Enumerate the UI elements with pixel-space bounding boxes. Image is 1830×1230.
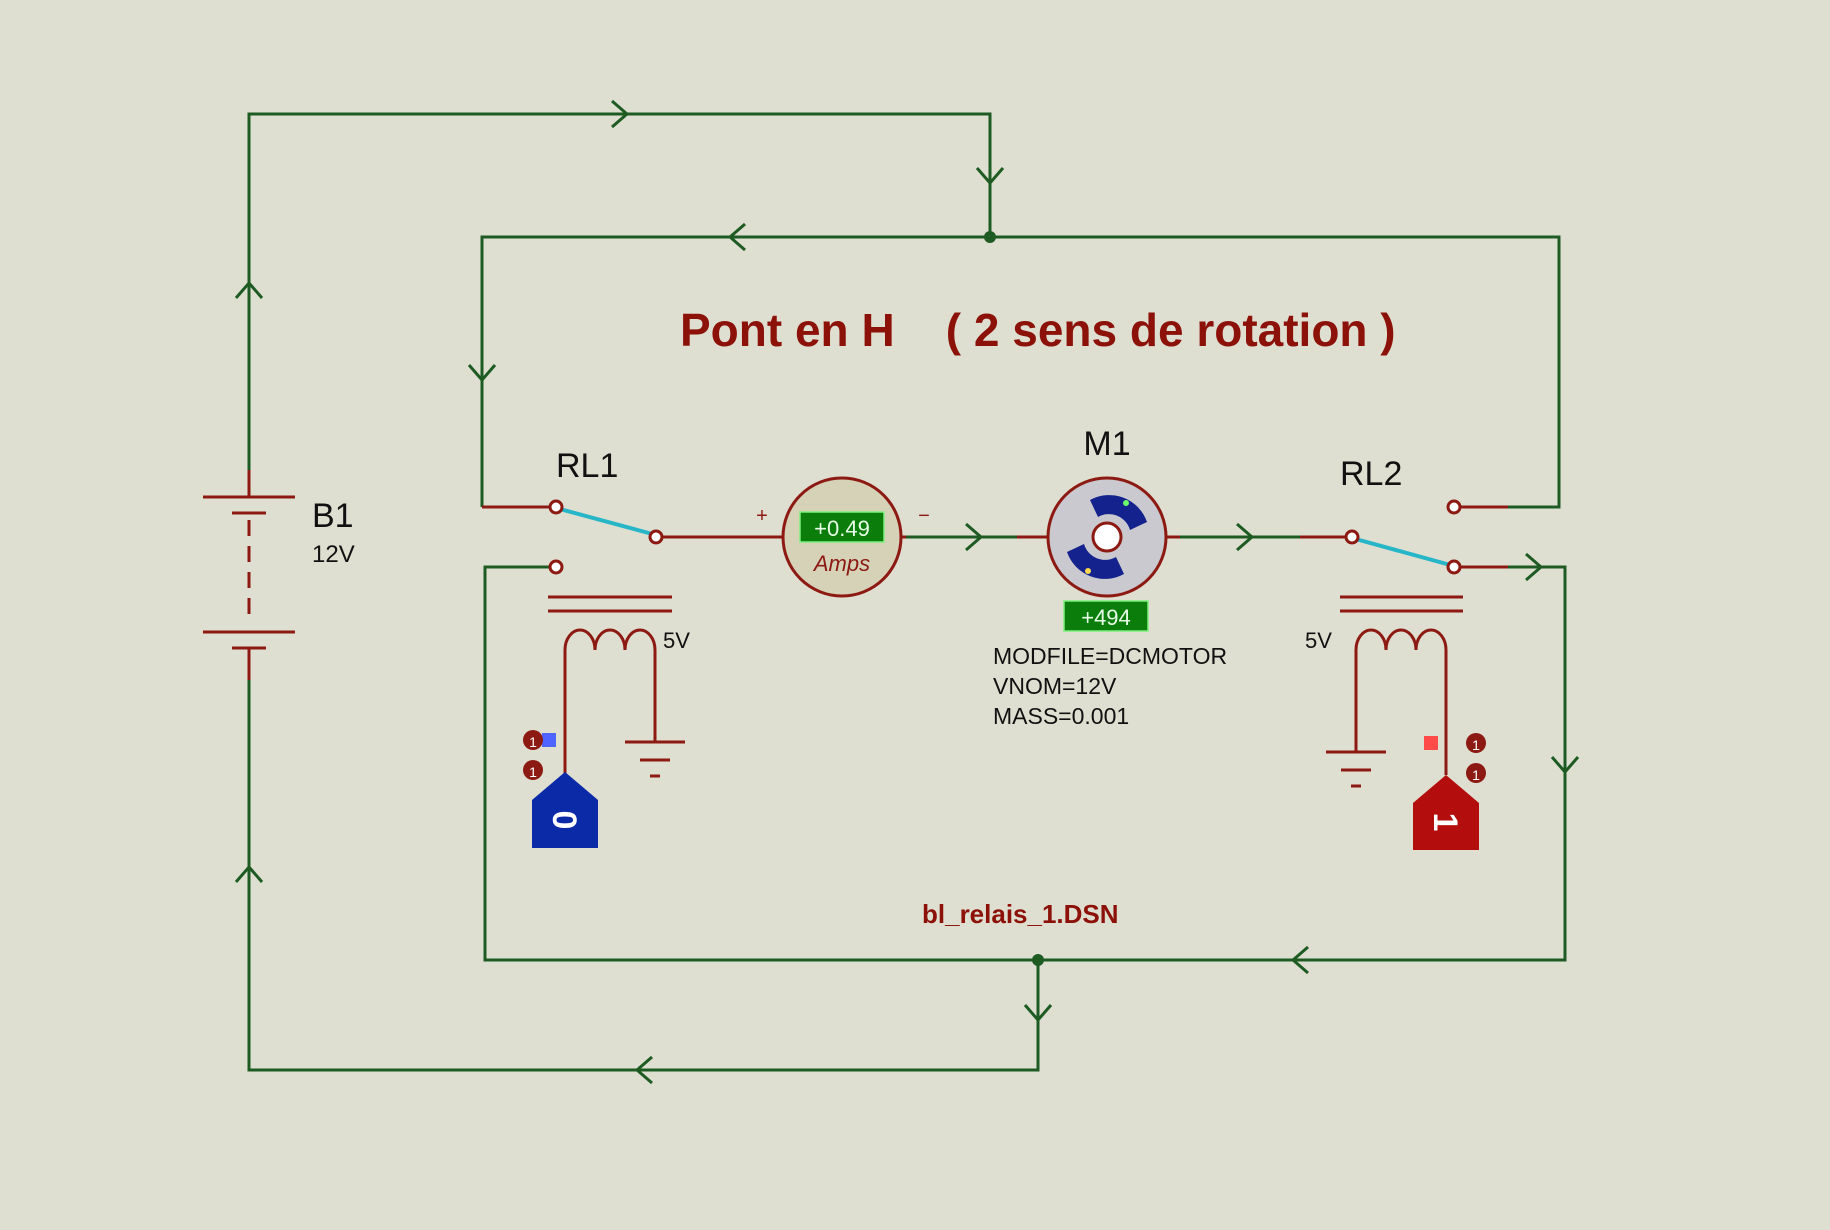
arrow-left-icon: [1290, 945, 1309, 975]
arrow-right-icon: [965, 522, 984, 552]
battery-loop-wires: [247, 112, 1040, 1072]
junction-dot-bottom: [1032, 954, 1044, 966]
relay2-ref: RL2: [1340, 455, 1402, 493]
relay-rl2[interactable]: RL2 5V: [1300, 455, 1508, 788]
logic-probe-indicator: [1424, 736, 1438, 750]
current-arrows: [234, 99, 1580, 1085]
arrow-right-icon: [1236, 522, 1255, 552]
ammeter-minus: −: [918, 505, 930, 527]
motor-ref: M1: [1083, 425, 1130, 463]
ammeter-reading: +0.49: [814, 516, 870, 541]
bridge-wires: [480, 231, 1567, 966]
motor-rotor-icon: [1090, 495, 1147, 530]
ground-icon: [625, 740, 685, 778]
relay2-contact-no: [1446, 559, 1462, 575]
design-filename: bl_relais_1.DSN: [922, 899, 1119, 929]
ammeter-unit: Amps: [812, 551, 870, 576]
arrow-down-icon: [1023, 1004, 1053, 1023]
schematic-title: Pont en H ( 2 sens de rotation ): [680, 304, 1396, 356]
ammeter-display: [799, 511, 885, 543]
logic1-pin-top: 1: [1472, 737, 1480, 753]
relay1-contact-no: [548, 559, 564, 575]
arrow-down-icon: [1550, 756, 1580, 775]
motor-display: [1063, 600, 1149, 632]
logic0-pin-top: 1: [529, 734, 537, 750]
motor-prop-modfile: MODFILE=DCMOTOR: [993, 643, 1227, 669]
relay2-contact-nc: [1446, 499, 1462, 515]
arrow-right-icon: [1525, 552, 1544, 582]
junction-dot-top: [984, 231, 996, 243]
logic0-value: 0: [545, 811, 583, 830]
motor-prop-mass: MASS=0.001: [993, 703, 1129, 729]
relay1-contact-nc: [548, 499, 564, 515]
motor-reading: +494: [1081, 605, 1131, 630]
arrow-left-icon: [727, 222, 746, 252]
logic-state-body: [532, 772, 598, 848]
logic-pin-icon: [523, 730, 543, 750]
motor-prop-vnom: VNOM=12V: [993, 673, 1117, 699]
relay1-ref: RL1: [556, 447, 618, 485]
relay-rl1[interactable]: RL1 5V: [482, 447, 780, 778]
ammeter[interactable]: +0.49 Amps + −: [756, 476, 930, 598]
battery-b1[interactable]: B1 12V: [203, 470, 355, 680]
motor-shaft: [1091, 521, 1123, 553]
battery-voltage: 12V: [312, 541, 355, 568]
logic1-value: 1: [1426, 813, 1464, 832]
motor-rotor-icon: [1067, 544, 1124, 579]
relay2-contact-common: [1344, 529, 1360, 545]
logic-probe-indicator: [542, 733, 556, 747]
arrow-right-icon: [611, 99, 630, 129]
relay1-coil-voltage: 5V: [663, 628, 690, 653]
arrow-up-icon: [234, 280, 264, 299]
logic-state-toggle-1[interactable]: 1 1 1: [1413, 733, 1486, 850]
logic-state-body: [1413, 775, 1479, 850]
relay2-coil-voltage: 5V: [1305, 628, 1332, 653]
arrow-left-icon: [634, 1055, 653, 1085]
dc-motor-m1[interactable]: M1 +494 MODFILE=DCMOTOR VNOM=12V MASS=0.…: [993, 425, 1227, 729]
arrow-up-icon: [234, 864, 264, 883]
logic-pin-icon: [1466, 763, 1486, 783]
battery-ref: B1: [312, 497, 354, 535]
relay1-contact-common: [648, 529, 664, 545]
relay1-switch-arm: [555, 506, 657, 537]
logic-state-toggle-0[interactable]: 1 1 0: [523, 730, 598, 848]
relay2-switch-arm: [1351, 536, 1455, 568]
logic1-pin-bottom: 1: [1472, 767, 1480, 783]
arrow-down-icon: [467, 364, 497, 383]
logic-pin-icon: [523, 760, 543, 780]
logic-pin-icon: [1466, 733, 1486, 753]
arrow-down-icon: [975, 167, 1005, 186]
ammeter-plus: +: [756, 505, 768, 527]
logic0-pin-bottom: 1: [529, 764, 537, 780]
ground-icon: [1326, 750, 1386, 788]
